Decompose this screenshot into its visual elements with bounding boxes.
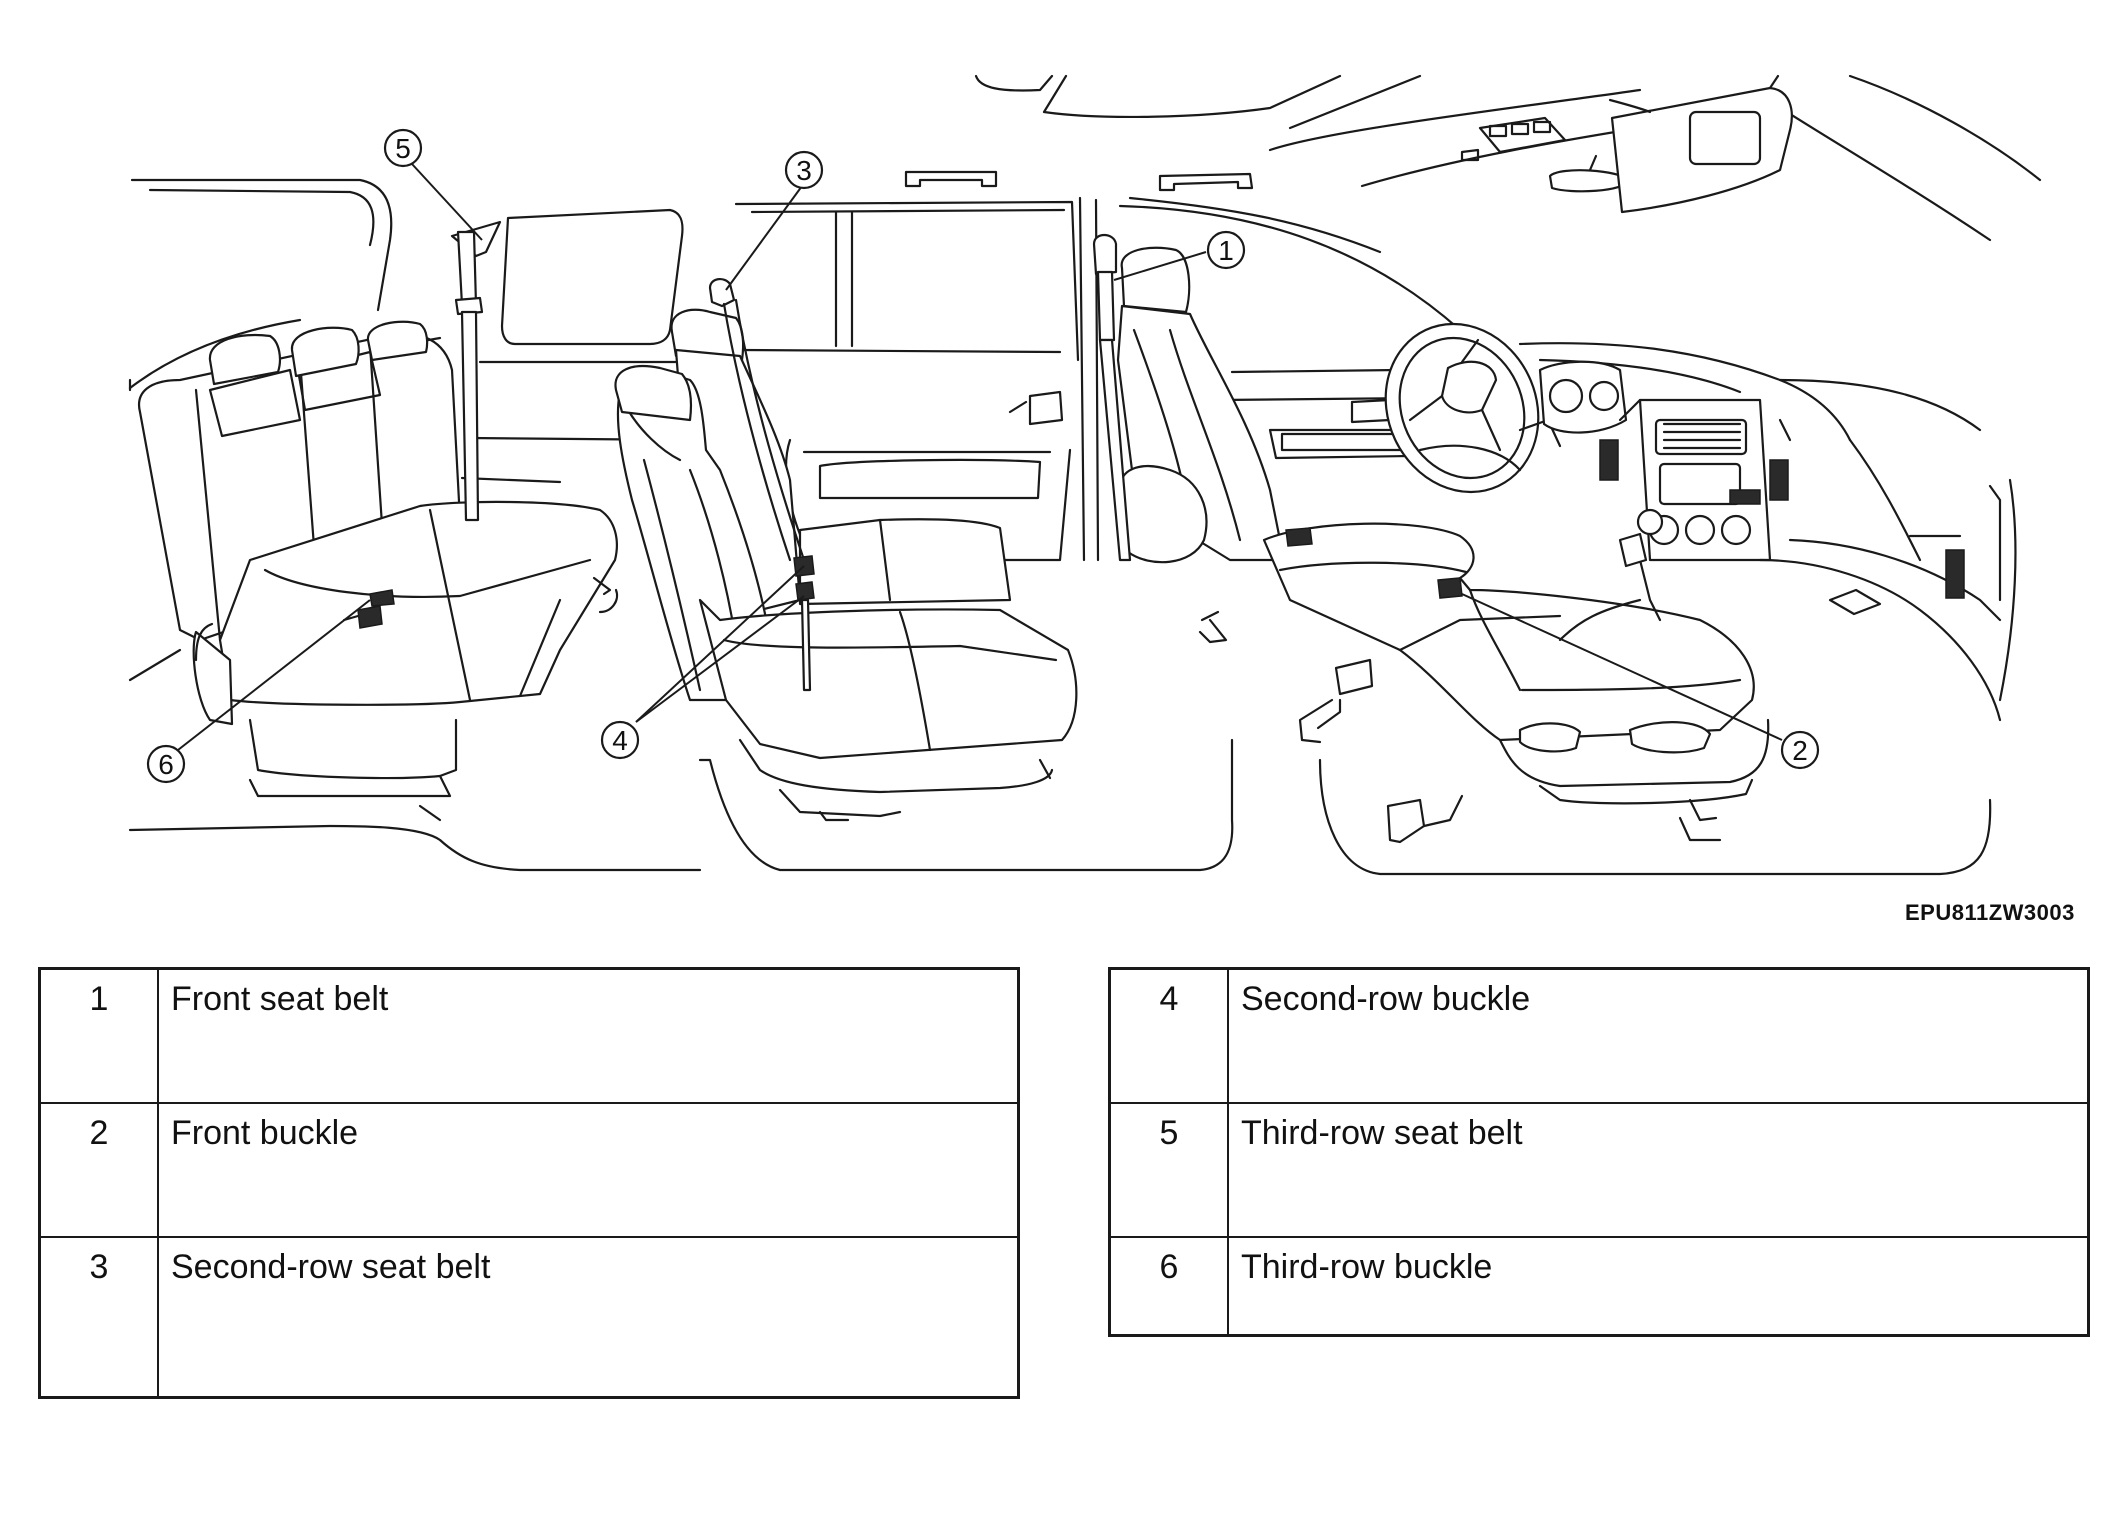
legend-label: Third-row buckle [1227,1236,2090,1337]
callout-6: 6 [146,744,186,784]
legend-number: 6 [1108,1236,1229,1337]
callout-4-number: 4 [612,725,628,756]
legend-row: 1 Front seat belt [38,967,1020,1104]
third-row-belt [342,220,502,629]
callout-1-number: 1 [1218,235,1234,266]
legend-label: Front buckle [157,1102,1020,1238]
vehicle-body-outline [128,170,1992,876]
legend-table-left: 1 Front seat belt 2 Front buckle 3 Secon… [38,967,1020,1399]
third-row-seat [137,320,619,798]
front-belt [1092,233,1463,599]
legend-label: Second-row buckle [1227,967,2090,1104]
callout-3: 3 [784,150,824,190]
callout-3-number: 3 [796,155,812,186]
legend-row: 5 Third-row seat belt [1108,1102,2090,1238]
callout-leaders [177,163,1783,751]
figure-code: EPU811ZW3003 [1905,900,2075,925]
legend-label: Front seat belt [157,967,1020,1104]
legend-number: 2 [38,1102,159,1238]
seat-belt-location-diagram: 5 3 1 2 4 6 [128,74,2042,876]
legend-row: 4 Second-row buckle [1108,967,2090,1104]
legend-number: 3 [38,1236,159,1399]
callout-6-number: 6 [158,749,174,780]
callout-2: 2 [1780,730,1820,770]
legend-number: 1 [38,967,159,1104]
legend-label: Third-row seat belt [1227,1102,2090,1238]
callout-5: 5 [383,128,423,168]
legend-table-right: 4 Second-row buckle 5 Third-row seat bel… [1108,967,2090,1337]
callout-2-number: 2 [1792,735,1808,766]
vehicle-roof-outline [974,74,2042,242]
dashboard [1384,322,2017,722]
callout-1: 1 [1206,230,1246,270]
legend-number: 5 [1108,1102,1229,1238]
legend-row: 3 Second-row seat belt [38,1236,1020,1399]
legend-row: 6 Third-row buckle [1108,1236,2090,1337]
callout-5-number: 5 [395,133,411,164]
legend-row: 2 Front buckle [38,1102,1020,1238]
second-row-seat [614,308,1078,822]
front-seat [1116,246,1770,844]
callout-4: 4 [600,720,640,760]
legend-label: Second-row seat belt [157,1236,1020,1399]
legend-number: 4 [1108,967,1229,1104]
